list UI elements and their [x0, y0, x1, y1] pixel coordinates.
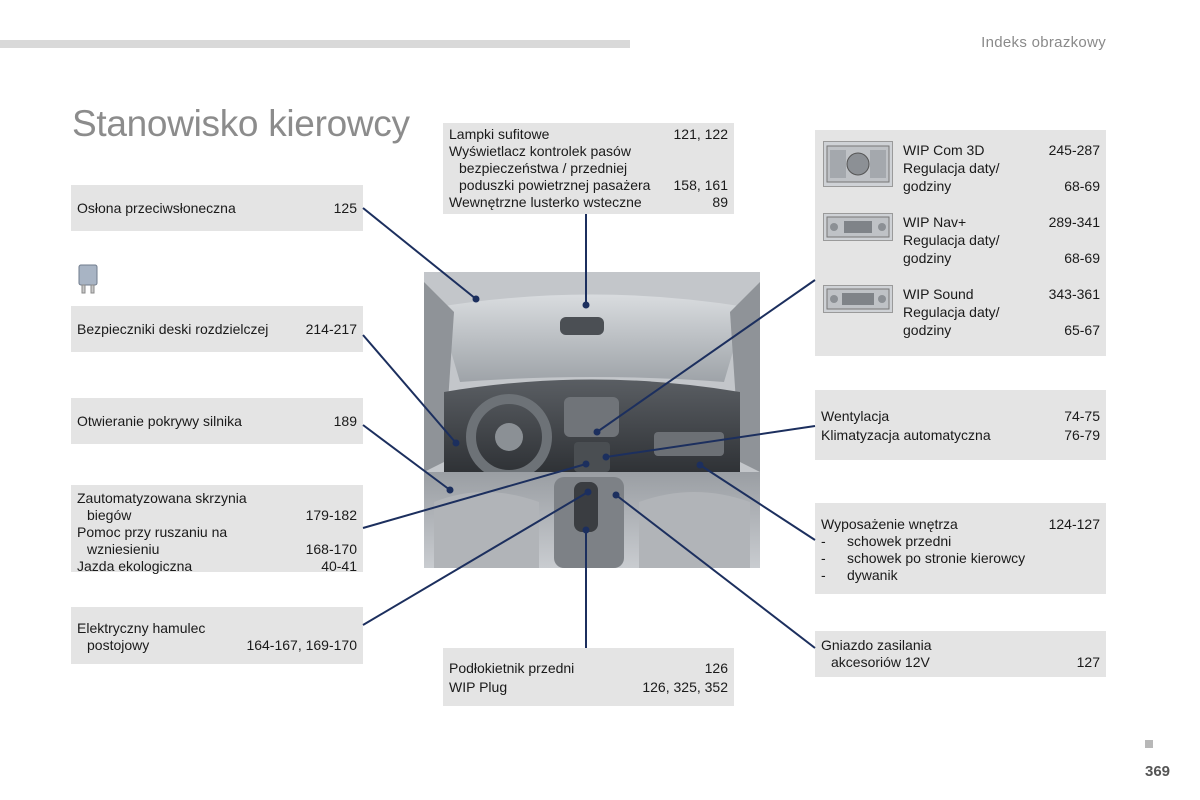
armrest-label: Podłokietnik przedni: [449, 660, 575, 676]
ventilation-box: Wentylacja 74-75 Klimatyzacja automatyczn…: [815, 390, 1106, 460]
cockpit-drawing: [424, 272, 760, 568]
interior-box: Wyposażenie wnętrza 124-127 -schowek prze…: [815, 503, 1106, 594]
wip-sound-date-label-2: godziny: [903, 322, 952, 338]
wip-com-3d-date-pages: 68-69: [1064, 178, 1100, 194]
page-marker: [1145, 740, 1153, 748]
mirror-label: Wewnętrzne lusterko wsteczne: [449, 194, 642, 210]
wip-nav-date-pages: 68-69: [1064, 250, 1100, 266]
parking-brake-box: Elektryczny hamulec postojowy 164-167, 16…: [71, 607, 363, 664]
hill-start-label-2: wzniesieniu: [87, 541, 160, 557]
page-number: 369: [1145, 763, 1171, 780]
socket-label-1: Gniazdo zasilania: [821, 637, 932, 653]
wip-com-3d-pages: 245-287: [1048, 142, 1100, 158]
wip-sound-unit-icon: [823, 285, 893, 313]
wip-sound-date-label-1: Regulacja daty/: [903, 304, 1000, 320]
ventilation-label: Wentylacja: [821, 408, 890, 424]
gearbox-label-1: Zautomatyzowana skrzynia: [77, 490, 247, 506]
wip-com-3d-label: WIP Com 3D: [903, 142, 985, 158]
wip-nav-date-label-2: godziny: [903, 250, 952, 266]
interior-bullet-2-label: schowek po stronie kierowcy: [847, 550, 1026, 566]
climate-label: Klimatyzacja automatyczna: [821, 427, 991, 443]
wip-com-3d-row: WIP Com 3D 245-287: [903, 141, 1100, 159]
page-title: Stanowisko kierowcy: [72, 102, 410, 144]
wip-sound-row: WIP Sound 343-361: [903, 285, 1100, 303]
wip-com-3d-date-label-2: godziny: [903, 178, 952, 194]
wip-sound-pages: 343-361: [1048, 286, 1100, 302]
wip-nav-row: WIP Nav+ 289-341: [903, 213, 1100, 231]
wip-nav-date-row: godziny 68-69: [903, 249, 1100, 267]
mirror-pages: 89: [712, 194, 728, 210]
eco-driving-label: Jazda ekologiczna: [77, 558, 193, 574]
socket-box: Gniazdo zasilania akcesoriów 12V 127: [815, 631, 1106, 677]
wip-nav-date-label-1: Regulacja daty/: [903, 232, 1000, 248]
ceiling-box: Lampki sufitowe 121, 122 Wyświetlacz kont…: [443, 123, 734, 214]
wip-plug-label: WIP Plug: [449, 679, 508, 695]
wip-com-3d-date-row: godziny 68-69: [903, 177, 1100, 195]
seatbelt-display-pages-3: 158, 161: [673, 177, 729, 193]
interior-bullet-3-label: dywanik: [847, 567, 898, 583]
parking-brake-pages-2: 164-167, 169-170: [246, 637, 357, 653]
armrest-pages: 126: [704, 660, 728, 676]
interior-label: Wyposażenie wnętrza: [821, 516, 958, 532]
gearbox-label-2: biegów: [87, 507, 132, 523]
interior-bullet-1-label: schowek przedni: [847, 533, 952, 549]
wip-sound-label: WIP Sound: [903, 286, 974, 302]
interior-bullet-3: -dywanik: [821, 567, 898, 583]
section-label: Indeks obrazkowy: [981, 34, 1106, 51]
wip-sound-date-pages: 65-67: [1064, 322, 1100, 338]
wip-nav-pages: 289-341: [1048, 214, 1100, 230]
wip-nav-label: WIP Nav+: [903, 214, 967, 230]
fuses-box: Bezpieczniki deski rozdzielczej 214-217: [71, 306, 363, 352]
sun-visor-box: Osłona przeciwsłoneczna 125: [71, 185, 363, 231]
header-bar: [0, 40, 630, 48]
wip-com-3d-unit-icon: [823, 141, 893, 187]
sun-visor-pages: 125: [333, 200, 357, 216]
fuse-icon: [78, 264, 98, 294]
socket-pages-2: 127: [1076, 654, 1100, 670]
eco-driving-pages: 40-41: [321, 558, 357, 574]
seatbelt-display-label-2: bezpieczeństwa / przedniej: [459, 160, 628, 176]
bonnet-pages: 189: [333, 413, 357, 429]
ventilation-pages: 74-75: [1064, 408, 1100, 424]
sun-visor-label: Osłona przeciwsłoneczna: [77, 200, 236, 216]
seatbelt-display-label-3: poduszki powietrznej pasażera: [459, 177, 651, 193]
parking-brake-label-1: Elektryczny hamulec: [77, 620, 206, 636]
hill-start-pages-2: 168-170: [305, 541, 357, 557]
socket-label-2: akcesoriów 12V: [831, 654, 930, 670]
interior-pages: 124-127: [1048, 516, 1100, 532]
armrest-box: Podłokietnik przedni 126 WIP Plug 126, 325…: [443, 648, 734, 706]
ceiling-lamps-label: Lampki sufitowe: [449, 126, 550, 142]
wip-sound-date-row: godziny 65-67: [903, 321, 1100, 339]
fuses-pages: 214-217: [305, 321, 357, 337]
climate-pages: 76-79: [1064, 427, 1100, 443]
fuses-label: Bezpieczniki deski rozdzielczej: [77, 321, 269, 337]
gearbox-pages-2: 179-182: [305, 507, 357, 523]
hill-start-label-1: Pomoc przy ruszaniu na: [77, 524, 228, 540]
interior-bullet-1: -schowek przedni: [821, 533, 952, 549]
interior-bullet-2: -schowek po stronie kierowcy: [821, 550, 1026, 566]
seatbelt-display-label-1: Wyświetlacz kontrolek pasów: [449, 143, 631, 159]
parking-brake-label-2: postojowy: [87, 637, 150, 653]
cockpit-illustration: [424, 272, 760, 568]
wip-nav-unit-icon: [823, 213, 893, 241]
ceiling-lamps-pages: 121, 122: [673, 126, 729, 142]
wip-plug-pages: 126, 325, 352: [642, 679, 728, 695]
wip-com-3d-date-label-1: Regulacja daty/: [903, 160, 1000, 176]
bonnet-box: Otwieranie pokrywy silnika 189: [71, 398, 363, 444]
gearbox-box: Zautomatyzowana skrzynia biegów 179-182 P…: [71, 485, 363, 574]
bonnet-label: Otwieranie pokrywy silnika: [77, 413, 242, 429]
